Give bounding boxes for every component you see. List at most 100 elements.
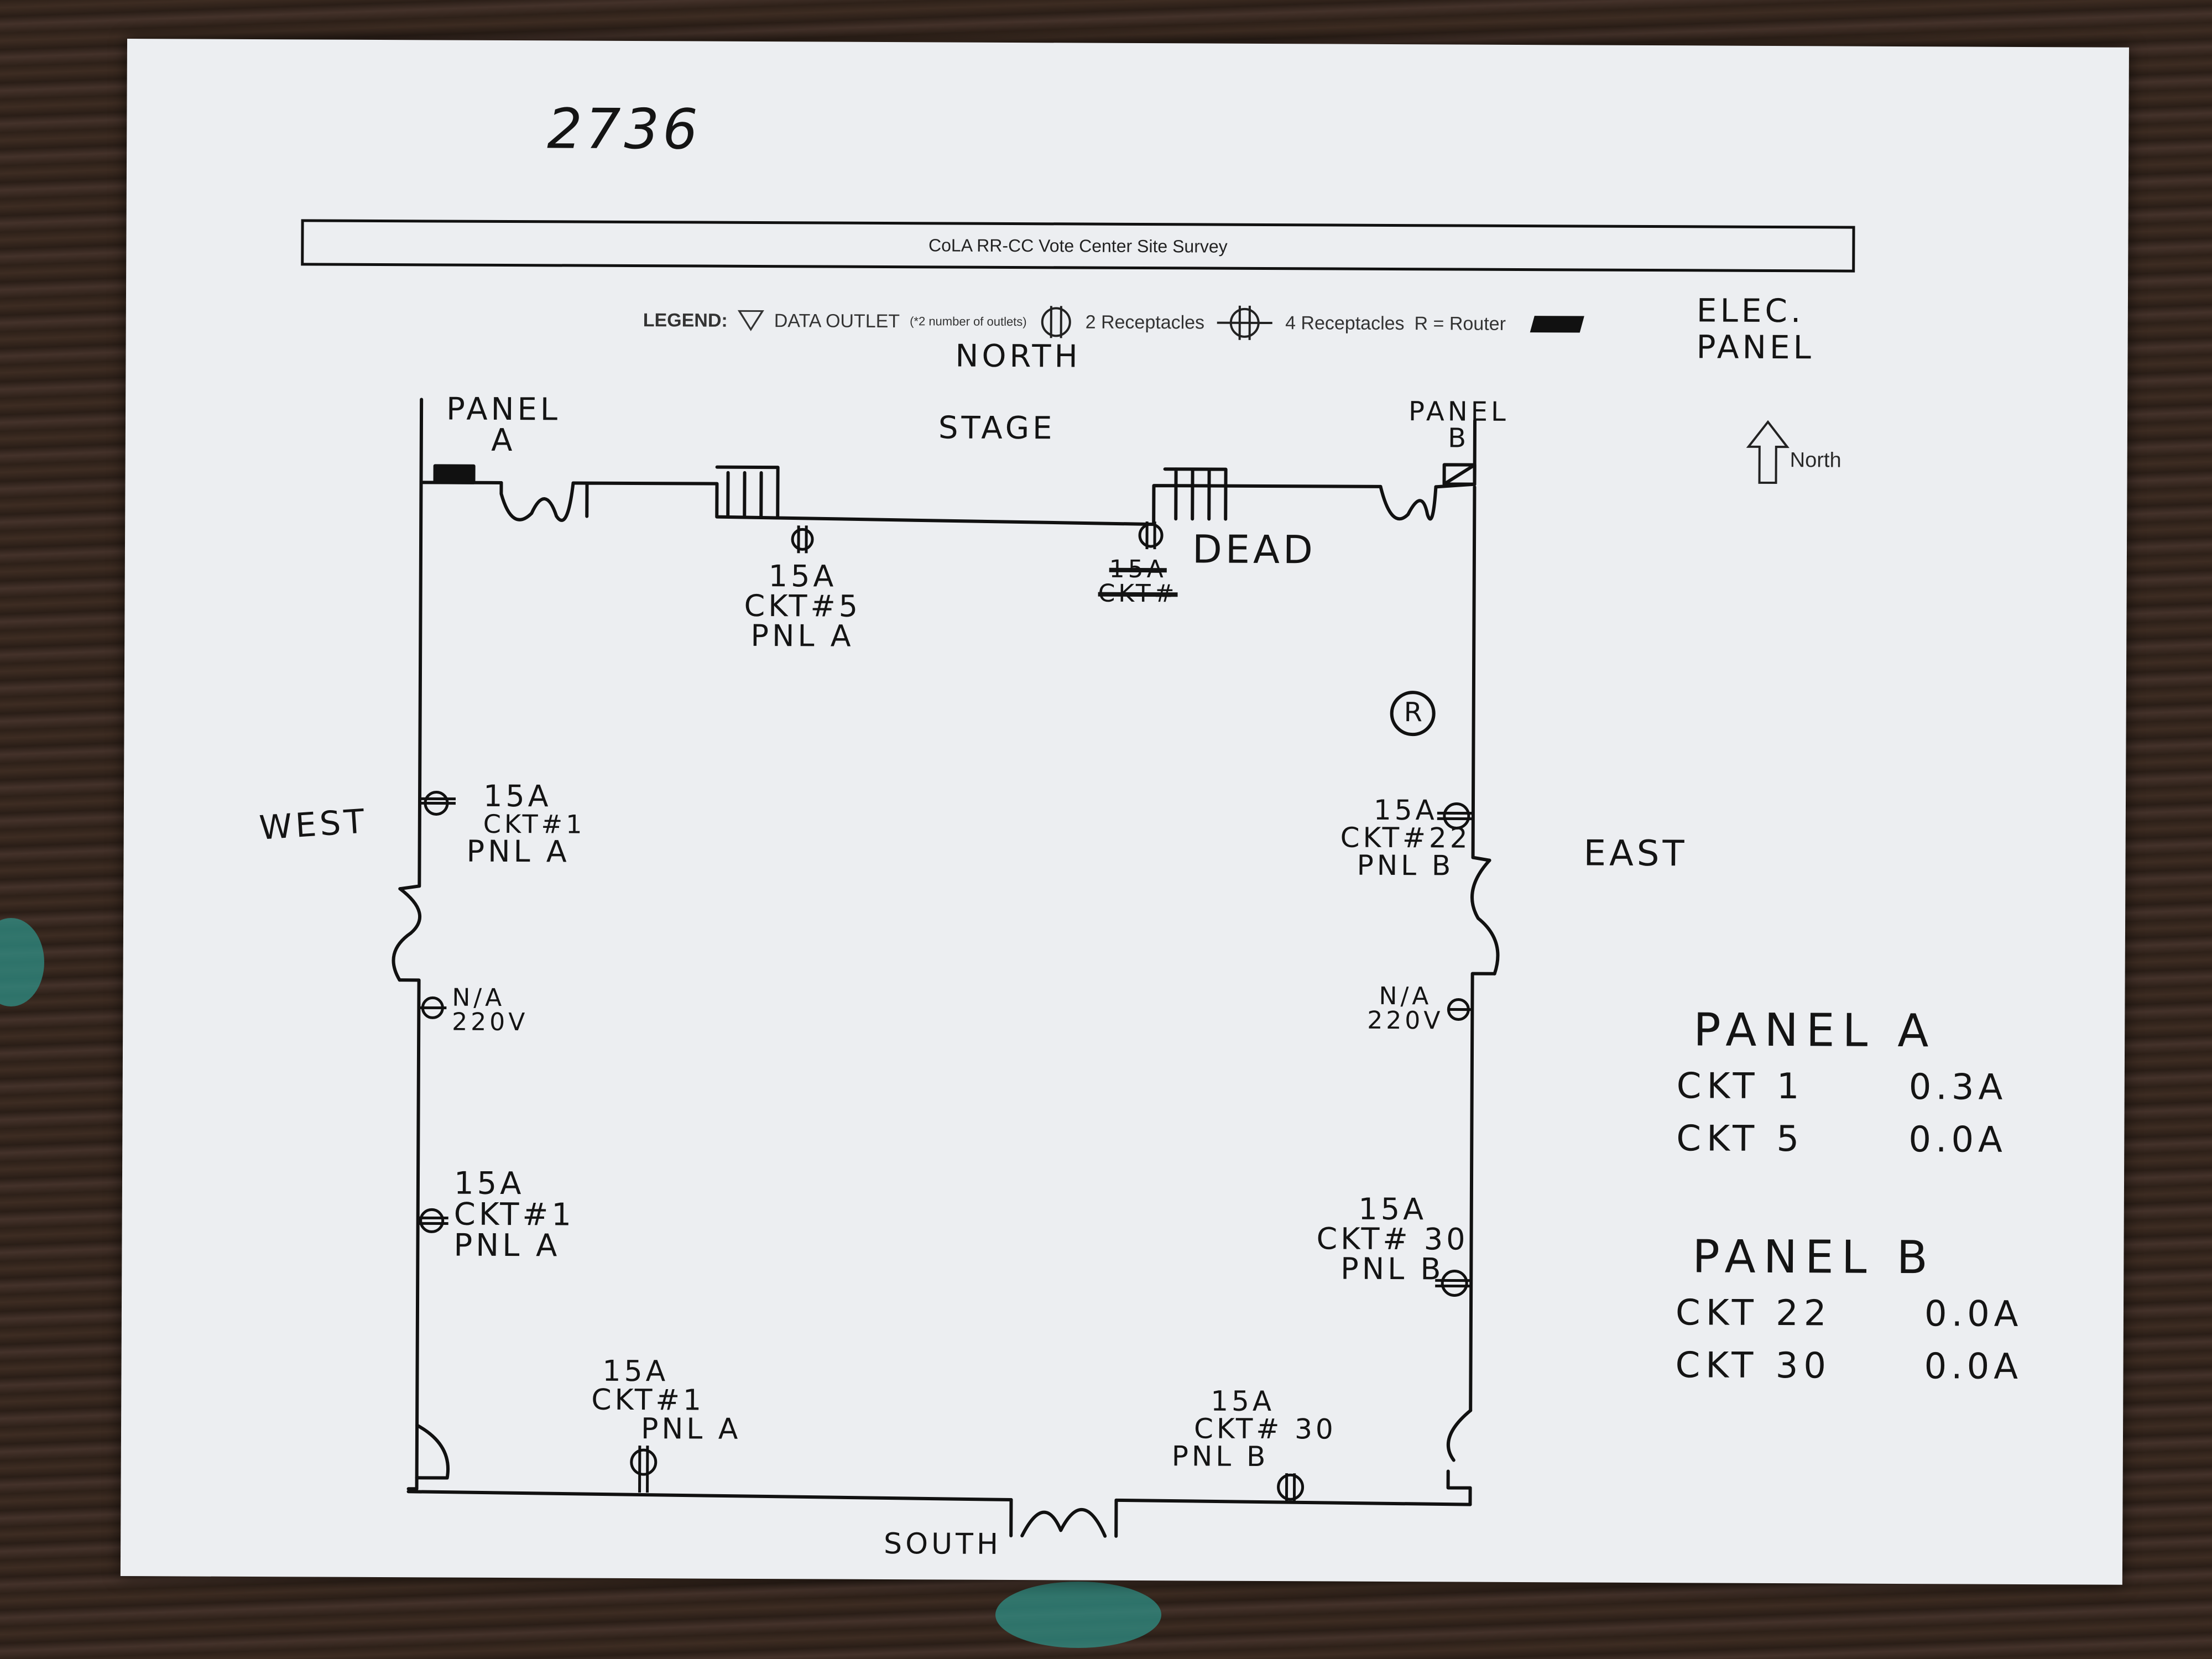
south-door [1009, 1498, 1118, 1538]
legend: LEGEND: DATA OUTLET (*2 number of outlet… [643, 301, 1585, 343]
outlet-west-upper-circuit: CKT#1 [483, 808, 586, 839]
outlet-east-upper-circuit: CKT#22 [1340, 821, 1471, 854]
outlet-south-right-amps: 15A [1211, 1385, 1275, 1418]
panel-b-row-amps: 0.0A [1924, 1293, 2023, 1335]
north-east-door [1379, 484, 1438, 521]
outlet-south-right-note: 15A CKT# 30 PNL B [1171, 1385, 1337, 1473]
stage-steps-right [1163, 467, 1228, 521]
four-receptacle-icon [1217, 305, 1273, 340]
outlet-south-right-panel: PNL B [1171, 1440, 1269, 1473]
panel-a-readings-title: PANEL A [1693, 1004, 1937, 1058]
outlet-east-lower-amps: 15A [1358, 1191, 1427, 1227]
receptacle-south-right [1277, 1473, 1305, 1504]
outlet-east-220-status: N/A [1379, 982, 1432, 1011]
receptacle-west-220 [419, 996, 447, 1019]
receptacle-east-lower [1435, 1269, 1472, 1297]
outlet-stage-right-status: DEAD [1192, 526, 1317, 573]
panel-b-row-ckt: CKT 30 [1675, 1345, 1832, 1387]
panel-a-row: CKT 5 0.0A [1676, 1118, 2007, 1175]
receptacle-west-lower [418, 1208, 448, 1233]
outlet-south-left-panel: PNL A [640, 1412, 742, 1446]
panel-b-row-ckt: CKT 22 [1675, 1292, 1832, 1334]
east-label: EAST [1583, 833, 1688, 875]
panel-b-readings-title: PANEL B [1692, 1230, 1936, 1285]
panel-a-row-amps: 0.0A [1908, 1119, 2007, 1161]
panel-a-box [433, 464, 476, 484]
west-label: WEST [258, 802, 369, 848]
panel-a-row-amps: 0.3A [1908, 1067, 2007, 1108]
outlet-west-220-note: N/A 220V [452, 983, 529, 1037]
receptacle-east-220 [1447, 998, 1473, 1021]
receptacle-stage-right [1138, 521, 1164, 550]
south-wall [406, 1490, 1472, 1506]
outlet-south-left-circuit: CKT#1 [591, 1383, 705, 1417]
outlet-east-lower-panel: PNL B [1340, 1251, 1444, 1287]
panel-b-readings: CKT 22 0.0A CKT 30 0.0A [1675, 1292, 2023, 1402]
outlet-south-right-circuit: CKT# 30 [1193, 1412, 1337, 1446]
outlet-stage-left-amps: 15A [768, 559, 837, 594]
stage-label: STAGE [938, 410, 1056, 447]
panel-a-row: CKT 1 0.3A [1676, 1066, 2007, 1123]
south-east-door [1446, 1408, 1473, 1490]
outlet-west-lower-amps: 15A [453, 1165, 525, 1202]
panel-a-row-ckt: CKT 5 [1676, 1118, 1805, 1160]
receptacle-east-upper [1437, 802, 1473, 830]
outlet-west-lower-circuit: CKT#1 [453, 1196, 575, 1233]
outlet-stage-left-note: 15A CKT#5 PNL A [744, 559, 862, 654]
outlet-stage-right-struck-circuit: CKT# [1098, 579, 1178, 608]
outlet-west-220-voltage: 220V [452, 1008, 529, 1037]
receptacle-stage-left [791, 525, 814, 554]
receptacle-west-upper [419, 790, 456, 816]
panel-b-label-line2: B [1448, 422, 1470, 454]
outlet-east-upper-note: 15A CKT#22 PNL B [1340, 794, 1471, 882]
north-west-door [499, 481, 575, 522]
floor-plan [392, 398, 1790, 1538]
receptacle-south-left [630, 1446, 658, 1493]
survey-sheet: 2736 CoLA RR-CC Vote Center Site Survey … [120, 39, 2129, 1585]
outlet-south-left-note: 15A CKT#1 PNL A [591, 1354, 742, 1446]
east-wall [1468, 485, 1496, 1506]
outlet-west-upper-note: 15A CKT#1 PNL A [466, 778, 586, 869]
outlet-stage-right-struck: 15A CKT# [1098, 555, 1178, 608]
north-arrow-label: North [1790, 448, 1841, 472]
outlet-east-lower-note: 15A CKT# 30 PNL B [1316, 1191, 1469, 1287]
panel-b-box [1442, 463, 1477, 486]
panel-a-readings: CKT 1 0.3A CKT 5 0.0A [1676, 1066, 2007, 1175]
teal-smudge [0, 918, 44, 1006]
north-label: NORTH [955, 338, 1081, 375]
outlet-east-upper-panel: PNL B [1357, 849, 1454, 882]
outlet-east-upper-amps: 15A [1373, 794, 1438, 827]
panel-a-label-line1: PANEL [446, 391, 561, 428]
outlet-stage-right-struck-amps: 15A [1109, 555, 1167, 584]
outlet-east-lower-circuit: CKT# 30 [1316, 1221, 1469, 1257]
outlet-west-220-status: N/A [452, 983, 505, 1012]
panel-a-label-line2: A [491, 422, 516, 459]
outlet-south-left-amps: 15A [602, 1354, 669, 1389]
router-symbol: R [1404, 697, 1423, 728]
panel-b-label: PANEL B [1408, 396, 1509, 454]
north-wall [419, 481, 1477, 526]
panel-b-label-line1: PANEL [1408, 396, 1509, 427]
teal-smudge [995, 1582, 1161, 1648]
south-label: SOUTH [884, 1527, 1002, 1561]
panel-a-label: PANEL A [446, 391, 561, 459]
outlet-east-220-voltage: 220V [1367, 1006, 1444, 1035]
north-arrow-icon [1746, 420, 1790, 484]
east-door [1470, 858, 1500, 975]
outlet-west-upper-amps: 15A [483, 778, 552, 814]
panel-b-row: CKT 22 0.0A [1675, 1292, 2023, 1349]
panel-b-row-amps: 0.0A [1924, 1346, 2023, 1387]
two-receptacle-icon [1041, 306, 1071, 338]
west-door [392, 887, 421, 982]
outlet-west-lower-note: 15A CKT#1 PNL A [453, 1165, 575, 1264]
outlet-stage-left-circuit: CKT#5 [744, 588, 862, 624]
south-west-door [415, 1423, 450, 1480]
panel-a-row-ckt: CKT 1 [1676, 1066, 1805, 1108]
panel-b-row: CKT 30 0.0A [1675, 1345, 2023, 1402]
router-circle [1390, 691, 1436, 737]
outlet-east-220-note: N/A 220V [1367, 982, 1444, 1035]
outlet-west-lower-panel: PNL A [453, 1227, 561, 1264]
outlet-west-upper-panel: PNL A [466, 833, 570, 869]
stage-steps-left [715, 465, 780, 519]
outlet-stage-left-panel: PNL A [750, 618, 854, 654]
